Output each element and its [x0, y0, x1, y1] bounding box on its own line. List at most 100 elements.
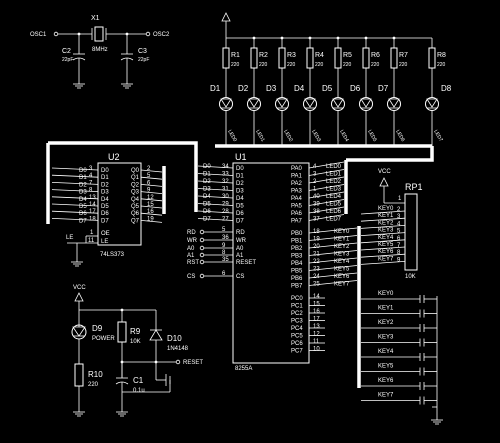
rp1-wire: [360, 253, 406, 258]
u1-pb-wire: [308, 257, 358, 264]
ground-icon: [71, 261, 83, 267]
c2-ref: C2: [62, 48, 71, 55]
rp1-wire: [360, 232, 406, 236]
u1-pb-net: KEY3: [334, 252, 350, 258]
u2-d-num: 18: [89, 216, 96, 222]
rp1-pin-num: 2: [397, 207, 401, 213]
d9-label: POWER: [92, 336, 115, 342]
ground-icon: [116, 411, 128, 417]
u1-pa-net: LED2: [326, 179, 342, 185]
u2-d-num: 8: [89, 188, 93, 194]
key-label: KEY0: [378, 291, 394, 297]
u2-q-num: 2: [147, 166, 151, 172]
u1-pb-wire: [308, 280, 358, 286]
oscillator-section: OSC1 X1 8MHz OSC2 C2 22pF C3 22pF: [30, 15, 170, 89]
u1-d-pin: D2: [236, 181, 244, 187]
rp1-pin-num: 3: [397, 214, 401, 220]
u2-q-pin: Q5: [131, 204, 140, 210]
u2-body: [97, 162, 142, 246]
rp1-net: KEY0: [378, 206, 394, 212]
rp1-wire: [360, 239, 406, 244]
u1-pc-num: 12: [313, 332, 320, 338]
c1-value: 0.1u: [133, 388, 145, 394]
u1-pa-wire: [308, 184, 345, 191]
rp1-pin-num: 6: [397, 236, 401, 242]
u2-input-wire: [51, 167, 99, 171]
u2-q-num: 19: [147, 216, 154, 222]
r9-ref: R9: [130, 327, 141, 336]
u1-pc-num: 10: [313, 347, 320, 353]
u1-part: 8255A: [235, 366, 252, 372]
resistor-r5: [334, 47, 342, 69]
u1-pc-pin: PC5: [291, 334, 303, 340]
rp1-pin-num: 9: [397, 257, 401, 263]
u2-d-net: D5: [79, 204, 87, 210]
led-section: R1220D1LED0R2220D2LED1R3220D3LED2R4220D4…: [210, 12, 452, 146]
u1-ctrl-terminal: [199, 245, 205, 251]
u1-data-wire: [197, 195, 234, 199]
u2-d-num: 13: [89, 195, 96, 201]
rp1-wire: [360, 246, 406, 251]
resistor-r1: [222, 47, 230, 69]
resistor-value: 220: [399, 62, 408, 68]
u1-d-num: 28: [222, 209, 229, 215]
u2-input-wire: [51, 196, 99, 200]
u1-pb-wire: [308, 250, 358, 256]
u1-ctrl-num: 5: [222, 227, 226, 233]
u1-data-wire: [197, 218, 234, 221]
u2-q-pin: Q0: [131, 168, 140, 174]
r10-value: 220: [88, 382, 99, 388]
ground-icon: [73, 83, 85, 89]
u2-d-pin: D0: [101, 168, 109, 174]
u2-input-wire: [51, 203, 99, 207]
u1-pa-pin: PA5: [291, 204, 303, 210]
reset-terminal: [175, 359, 181, 365]
u1-ctrl-net: A1: [187, 253, 195, 259]
u1-pc-pin: PC4: [291, 326, 303, 332]
u1-pc-pin: PC7: [291, 349, 303, 355]
u1-pb-pin: PB2: [291, 246, 303, 252]
u1-data-wire: [197, 180, 234, 184]
u1-pa-wire: [308, 199, 345, 206]
c2-value: 22pF: [62, 57, 73, 63]
u2-d-num: 3: [89, 166, 93, 172]
resistor-ref: R3: [287, 52, 296, 59]
u2-d-pin: D7: [101, 218, 109, 224]
u2-d-net: D1: [79, 175, 87, 181]
u1-pa-wire: [308, 214, 345, 221]
u2-q-num: 6: [147, 180, 151, 186]
u1-d-net: D4: [203, 194, 211, 200]
u1-ctrl-terminal: [199, 229, 205, 235]
u1-pb-wire: [308, 272, 358, 279]
u1-pc-pin: PC2: [291, 311, 303, 317]
led-ref: D3: [266, 84, 277, 93]
u1-pc-pin: PC1: [291, 304, 303, 310]
u2-d-net: D3: [79, 190, 87, 196]
resistor-r9: [117, 321, 127, 343]
u1-ctrl-num: 35: [222, 257, 229, 263]
u1-d-net: D6: [203, 209, 211, 215]
rp1-wire: [360, 261, 406, 265]
u1-pa-net: LED7: [326, 217, 342, 223]
resistor-ref: R5: [343, 52, 352, 59]
u1-d-net: D5: [203, 202, 211, 208]
u1-pa-net: LED3: [326, 187, 342, 193]
rp1-net: KEY6: [378, 249, 394, 255]
osc1-terminal: [53, 31, 59, 37]
diode-d10: [149, 329, 163, 341]
reset-label: RESET: [183, 360, 203, 366]
u2-q-pin: Q2: [131, 182, 140, 188]
u1-ref: U1: [235, 152, 247, 162]
u1-d-num: 29: [222, 202, 229, 208]
resistor-ref: R6: [371, 52, 380, 59]
resistor-ref: R8: [437, 52, 446, 59]
u1-pa-pin: PA3: [291, 189, 303, 195]
ground-icon: [73, 411, 85, 417]
u2-d-num: 14: [89, 202, 96, 208]
d10-ref: D10: [167, 334, 182, 343]
u2-q-pin: Q7: [131, 218, 140, 224]
osc1-label: OSC1: [30, 32, 47, 38]
resistor-r6: [362, 47, 370, 69]
u1-d-num: 30: [222, 194, 229, 200]
